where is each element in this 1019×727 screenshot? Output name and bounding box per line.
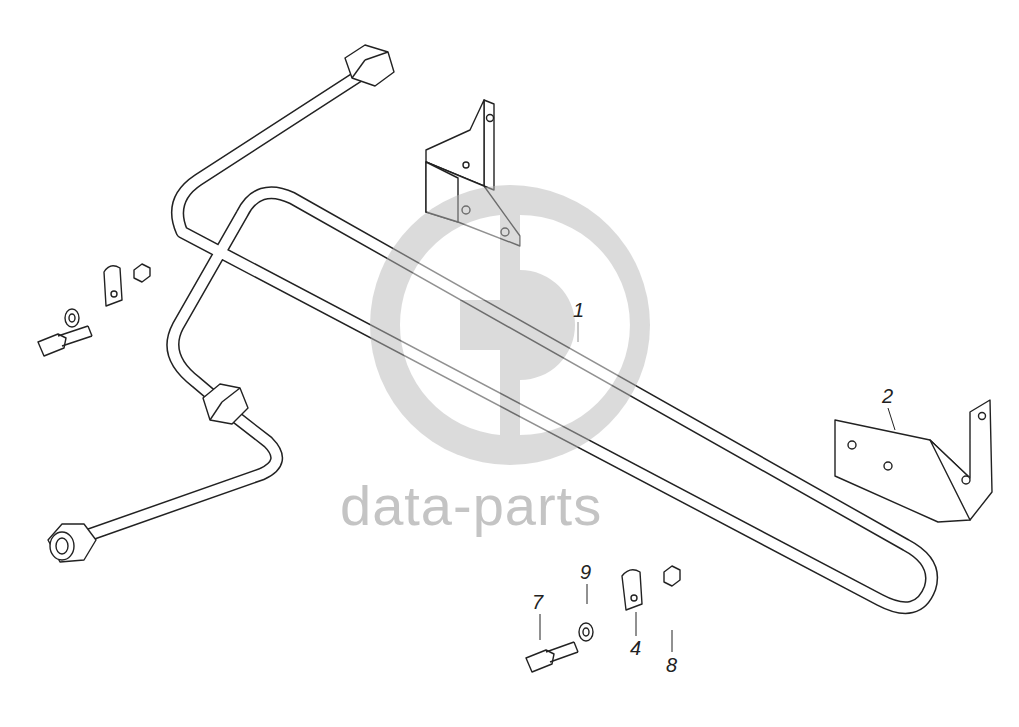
watermark-logo <box>370 185 650 465</box>
callout-number: 7 <box>532 592 543 612</box>
watermark-text: data-parts <box>340 478 602 534</box>
callout-number: 9 <box>580 562 591 582</box>
callout-number: 8 <box>666 655 677 675</box>
callout-number: 2 <box>882 386 893 406</box>
callout-number: 4 <box>630 638 641 658</box>
callout-number: 1 <box>573 300 584 320</box>
